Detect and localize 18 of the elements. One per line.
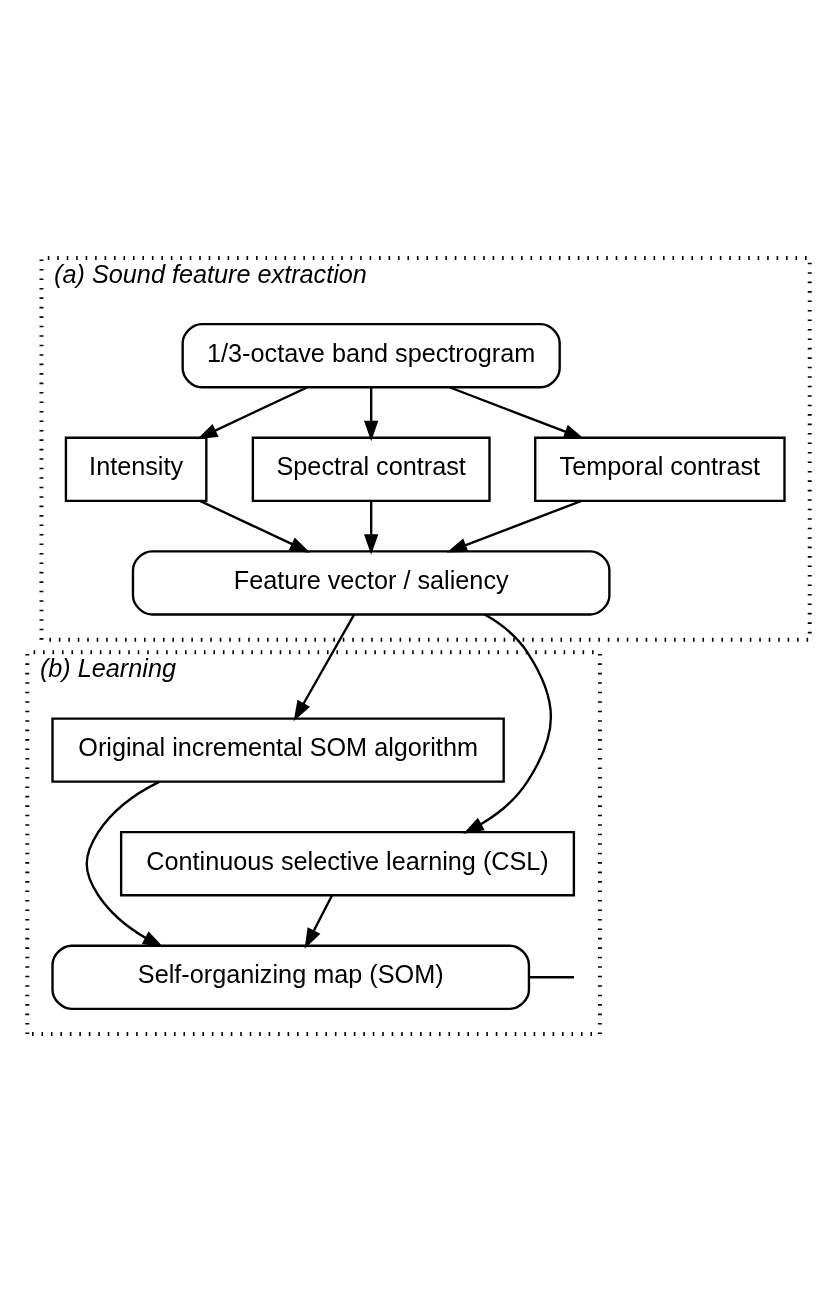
node-box: Original incremental SOM algorithm [51,716,505,783]
arrow [449,385,585,439]
arrow [446,499,582,552]
arrow [304,894,334,949]
arrow [293,613,356,721]
arrow [199,499,311,553]
node-box: Continuous selective learning (CSL) [119,830,576,896]
node-box: Intensity [64,436,208,502]
node-box: Feature vector / saliency [131,549,611,616]
node-box: Temporal contrast [534,436,786,502]
arrow [85,780,164,947]
arrow [363,500,379,555]
arrow [364,387,379,441]
connector [529,975,574,978]
node-box: Self-organizing map (SOM) [51,944,531,1010]
arrow [197,385,308,439]
node-box: 1/3-octave band spectrogram [181,322,561,388]
node-box: Spectral contrast [251,436,491,502]
